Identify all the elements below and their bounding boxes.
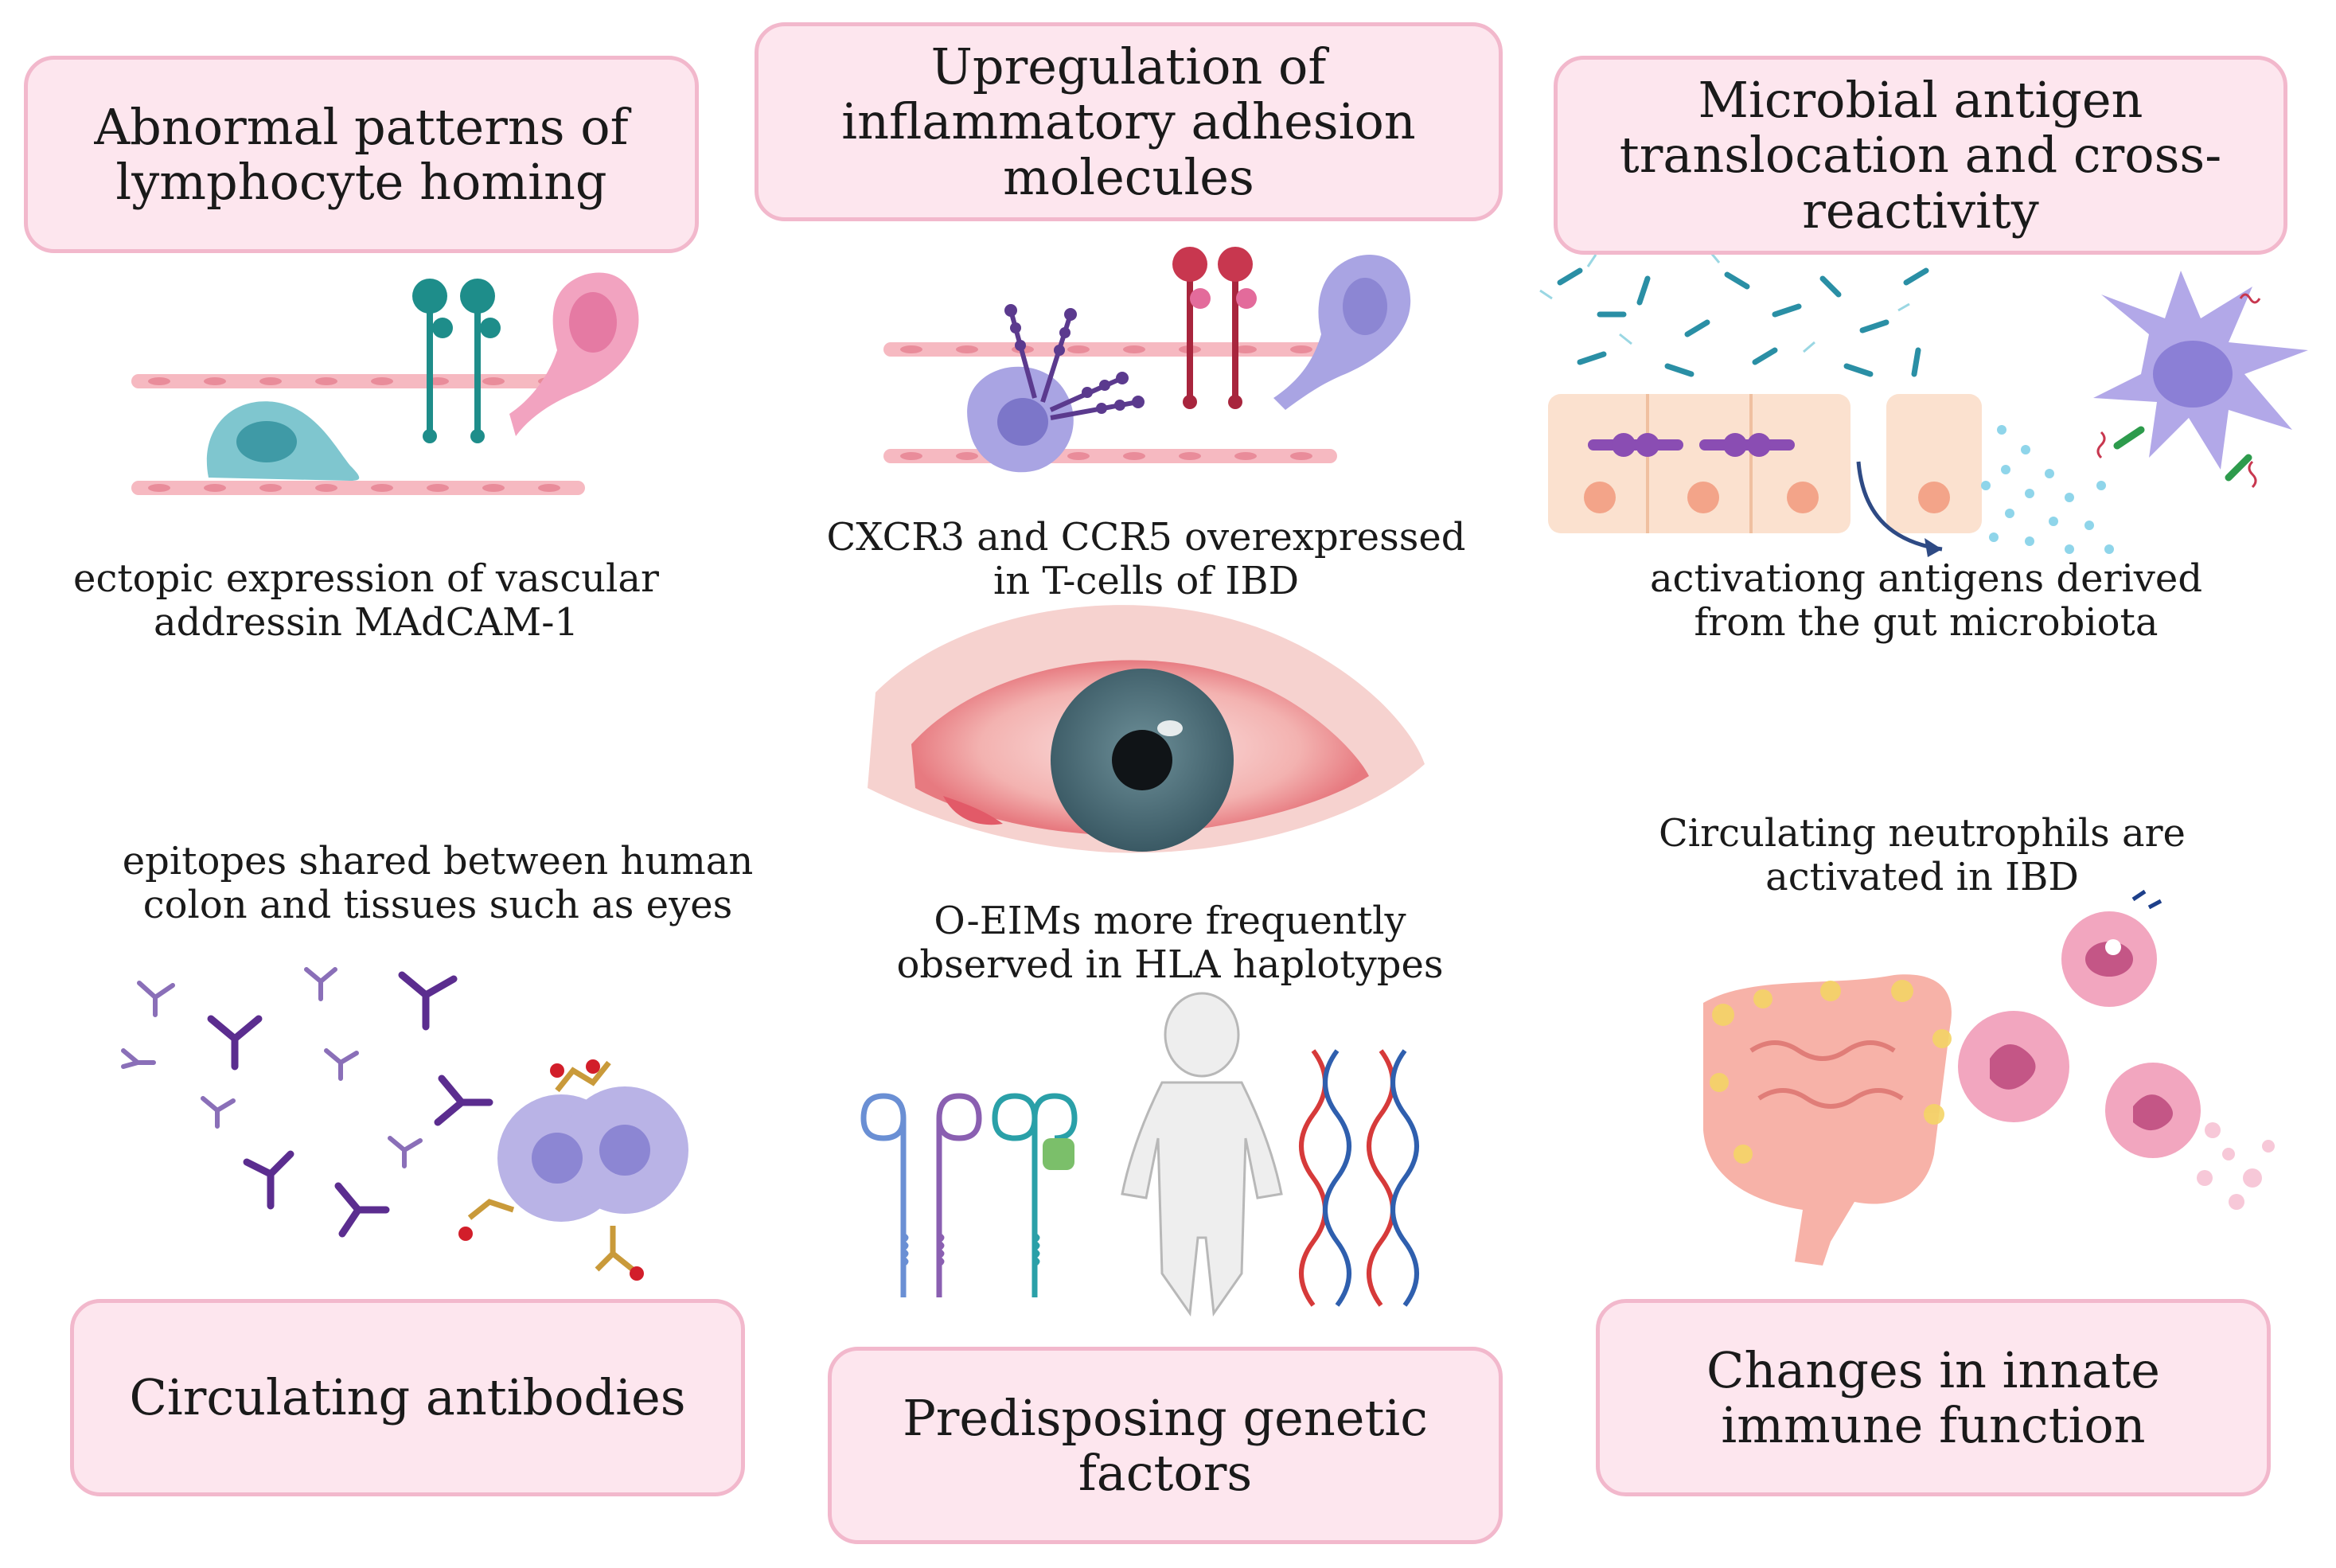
caption-line: addressin MAdCAM-1	[153, 599, 579, 645]
circulating-antibodies-caption: epitopes shared between human colon and …	[96, 840, 780, 926]
caption-line: epitopes shared between human	[122, 839, 754, 883]
innate-immune-title-box: Changes in innate immune function	[1596, 1299, 2271, 1496]
lymphocyte-homing-title: Abnormal patterns of lymphocyte homing	[94, 97, 629, 211]
dendritic-cell	[2093, 271, 2308, 489]
title-line: translocation and cross-	[1619, 126, 2222, 185]
title-line: molecules	[1003, 147, 1254, 206]
microbial-antigen-title: Microbial antigen translocation and cros…	[1620, 72, 2221, 238]
caption-line: O-EIMs more frequently	[934, 899, 1406, 943]
caption-line: ectopic expression of vascular	[73, 556, 659, 601]
adhesion-molecules-title: Upregulation of inflammatory adhesion mo…	[841, 37, 1416, 206]
title-line: lymphocyte homing	[115, 153, 607, 211]
addressin-receptors-teal	[412, 279, 501, 443]
released-antigens	[1981, 425, 2114, 554]
gut-epithelium-cells	[1548, 394, 1982, 533]
circulating-antibodies-title: Circulating antibodies	[129, 1368, 686, 1427]
title-line: reactivity	[1802, 181, 2039, 240]
adhesion-molecules-caption: CXCR3 and CCR5 overexpressed in T-cells …	[796, 516, 1496, 603]
microbiota-bacteria	[1539, 252, 1929, 377]
genetic-factors-title-box: Predisposing genetic factors	[828, 1347, 1503, 1544]
antigen-translocation-arrow	[1856, 461, 1943, 557]
title-line: inflammatory adhesion	[841, 92, 1416, 151]
circulating-antibodies-title-box: Circulating antibodies	[70, 1299, 745, 1496]
title-line: Predisposing genetic	[903, 1388, 1428, 1447]
child-figure	[1121, 992, 1283, 1317]
migrating-cell-pink	[509, 272, 639, 436]
caption-line: from the gut microbiota	[1694, 599, 2159, 645]
antibodies-cluster	[121, 967, 493, 1238]
migrating-cell-lavender	[1273, 255, 1411, 410]
caption-line: colon and tissues such as eyes	[142, 882, 733, 927]
rolling-lymphocyte	[206, 401, 360, 481]
bound-b-cells	[458, 1059, 688, 1281]
caption-line: in T-cells of IBD	[993, 558, 1300, 603]
caption-line: activated in IBD	[1765, 854, 2079, 899]
microbial-antigen-caption: activationg antigens derived from the gu…	[1576, 557, 2276, 644]
title-line: Microbial antigen	[1698, 70, 2143, 129]
caption-line: observed in HLA haplotypes	[896, 942, 1444, 987]
colon-illustration	[1703, 974, 1952, 1266]
title-line: factors	[1078, 1444, 1253, 1502]
title-line: Abnormal patterns of	[94, 97, 629, 156]
lymphocyte-homing-title-box: Abnormal patterns of lymphocyte homing	[24, 56, 699, 253]
blood-vessel-illustration-1	[131, 374, 585, 495]
lymphocyte-homing-caption: ectopic expression of vascular addressin…	[32, 557, 700, 644]
hla-molecules	[860, 1093, 1078, 1297]
caption-line: Circulating neutrophils are	[1659, 811, 2186, 856]
adhesion-molecules-crimson	[1172, 247, 1257, 409]
adhesion-molecules-title-box: Upregulation of inflammatory adhesion mo…	[755, 22, 1503, 221]
blood-vessel-illustration-2	[883, 342, 1337, 463]
neutrophils	[1958, 889, 2275, 1210]
title-line: immune function	[1721, 1396, 2146, 1454]
caption-line: activationg antigens derived	[1649, 556, 2203, 601]
caption-line: CXCR3 and CCR5 overexpressed	[826, 515, 1466, 560]
genetic-factors-title: Predisposing genetic factors	[903, 1388, 1428, 1502]
inflamed-eye	[868, 605, 1425, 853]
title-line: Changes in innate	[1706, 1340, 2160, 1399]
innate-immune-title: Changes in innate immune function	[1706, 1340, 2160, 1454]
dna-strands	[1299, 1049, 1419, 1307]
microbial-antigen-title-box: Microbial antigen translocation and cros…	[1554, 56, 2287, 255]
title-line: Upregulation of	[930, 37, 1327, 96]
innate-immune-caption: Circulating neutrophils are activated in…	[1604, 812, 2240, 899]
t-cell-with-chemokine-receptors	[967, 304, 1145, 473]
genetic-factors-caption: O-EIMs more frequently observed in HLA h…	[828, 899, 1512, 986]
